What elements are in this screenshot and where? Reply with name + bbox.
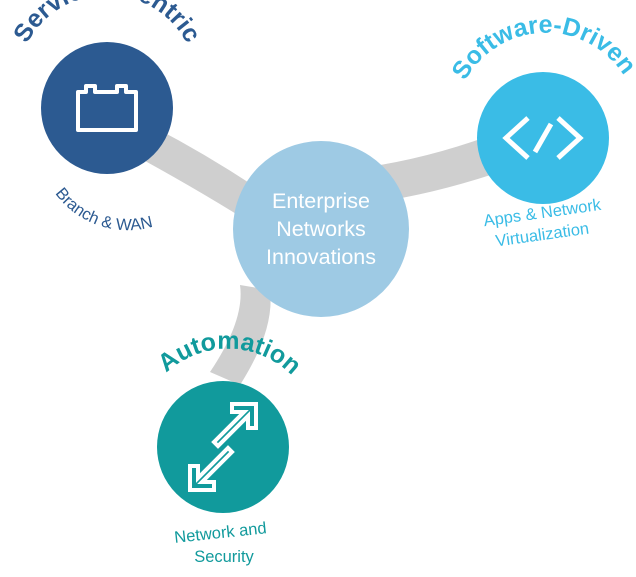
automation-subtitle-2: Security (194, 548, 254, 566)
automation-circle (157, 381, 289, 513)
services-subtitle: Branch & WAN (52, 184, 155, 234)
center-circle (233, 141, 409, 317)
services-title: Services-Centric (8, 0, 206, 47)
center-line-3: Innovations (266, 245, 376, 269)
battery-icon (76, 84, 138, 132)
expand-arrows-icon (188, 402, 258, 492)
center-line-2: Networks (276, 217, 366, 241)
connector-automation (210, 285, 271, 385)
services-circle (41, 42, 173, 174)
automation-subtitle-1: Network and (173, 519, 267, 547)
center-hub: Enterprise Networks Innovations (233, 141, 409, 317)
node-software-driven[interactable]: Software-Driven Apps & Network Virtualiz… (446, 11, 636, 251)
code-brackets-icon (502, 116, 584, 160)
node-services-centric[interactable]: Services-Centric Branch & WAN (8, 0, 206, 234)
center-line-1: Enterprise (272, 189, 370, 213)
